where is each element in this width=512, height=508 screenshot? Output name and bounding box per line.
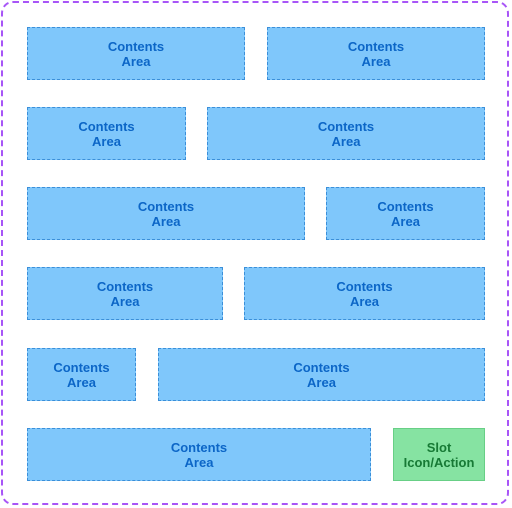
contents-area-sublabel: Area xyxy=(184,454,214,470)
contents-area-label: Contents xyxy=(336,278,393,294)
contents-area-label: Contents xyxy=(137,198,195,214)
contents-area-sublabel: Area xyxy=(121,53,151,69)
contents-area-label: Contents xyxy=(78,118,135,134)
contents-area-sublabel: Area xyxy=(350,293,379,309)
contents-area-label: Contents xyxy=(53,359,110,375)
contents-area-label: Contents xyxy=(317,118,375,134)
contents-area-label: Contents xyxy=(293,359,350,375)
slot-label: Slot xyxy=(426,439,452,455)
contents-area-sublabel: Area xyxy=(391,213,420,229)
contents-area-label: Contents xyxy=(170,439,228,455)
contents-area-label: Contents xyxy=(96,278,154,294)
contents-area-sublabel: Area xyxy=(307,374,336,390)
slot-sublabel: Icon/Action xyxy=(403,454,475,470)
contents-area-label: Contents xyxy=(377,198,434,214)
contents-area-sublabel: Area xyxy=(151,213,181,229)
contents-area-sublabel: Area xyxy=(67,374,96,390)
contents-area-sublabel: Area xyxy=(110,293,140,309)
contents-area-sublabel: Area xyxy=(331,133,361,149)
contents-area-sublabel: Area xyxy=(92,133,121,149)
contents-area-label: Contents xyxy=(347,38,405,54)
contents-area-label: Contents xyxy=(107,38,165,54)
contents-area-sublabel: Area xyxy=(361,53,391,69)
